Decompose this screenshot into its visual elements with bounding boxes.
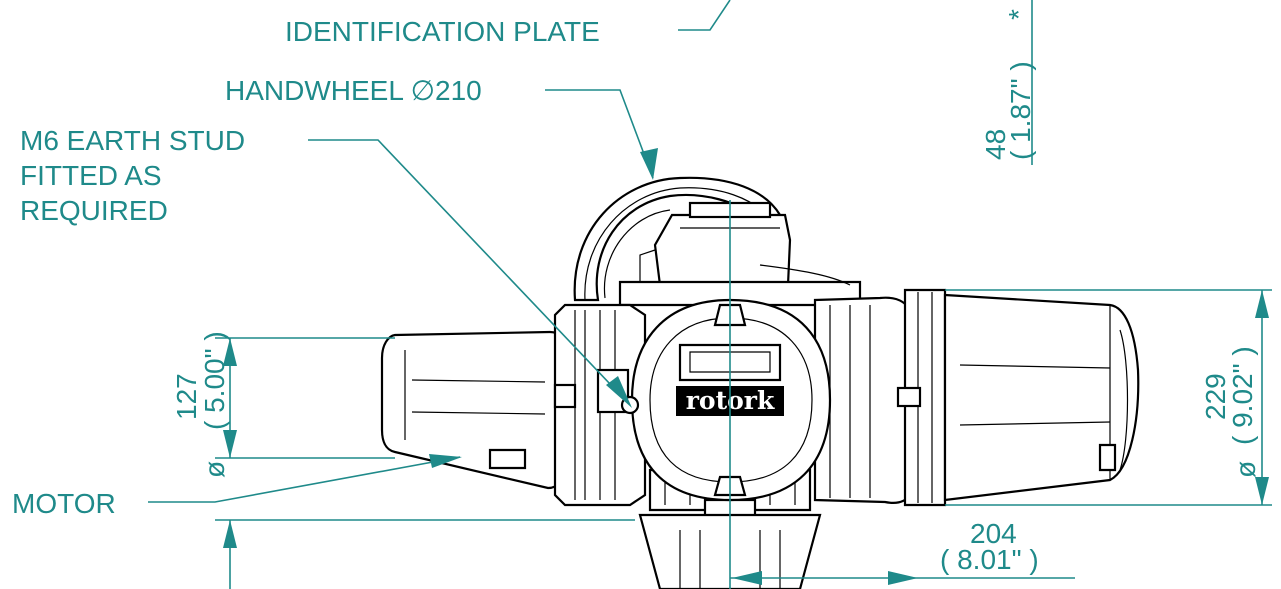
handwheel-label: HANDWHEEL ∅210 — [225, 75, 482, 106]
dim-127-diameter-symbol: ø — [199, 461, 230, 478]
identification-plate-label: IDENTIFICATION PLATE — [285, 16, 600, 47]
dim-229-inch: ( 9.02" ) — [1227, 346, 1258, 445]
dim-127-mm: 127 — [171, 373, 202, 420]
dim-127-arrow-bottom — [223, 430, 237, 458]
handwheel-leader — [545, 89, 654, 179]
bottom-left-arrow — [223, 520, 237, 548]
earth-stud-label-line1: M6 EARTH STUD — [20, 125, 245, 156]
dim-204-arrow-left — [732, 571, 762, 585]
motor-arrowhead — [429, 454, 462, 468]
dim-127-inch: ( 5.00" ) — [199, 331, 230, 430]
earth-stud-arrowhead — [606, 376, 632, 408]
dim-229-diameter-symbol: ø — [1230, 461, 1261, 478]
motor-label: MOTOR — [12, 488, 116, 519]
dim-204-inch: ( 8.01" ) — [940, 544, 1039, 575]
dim-127-arrow-top — [223, 338, 237, 366]
dim-204-mm: 204 — [970, 518, 1017, 549]
earth-stud-label-line3: REQUIRED — [20, 195, 168, 226]
dim-229-mm: 229 — [1200, 373, 1231, 420]
dim-48-asterisk: * — [1003, 9, 1034, 20]
earth-stud-label-line2: FITTED AS — [20, 160, 162, 191]
dim-229-arrow-bottom — [1255, 477, 1269, 505]
dim-229-arrow-top — [1255, 290, 1269, 318]
earth-stud-leader — [308, 139, 631, 406]
actuator-body: rotork — [380, 176, 1140, 589]
dim-48-mm: 48 — [980, 129, 1011, 160]
motor-leader — [148, 456, 461, 503]
dim-204-arrow-right — [888, 571, 918, 585]
handwheel-arrowhead — [640, 148, 658, 180]
identification-plate-leader — [678, 0, 731, 31]
dim-48-inch: ( 1.87" ) — [1005, 61, 1036, 160]
